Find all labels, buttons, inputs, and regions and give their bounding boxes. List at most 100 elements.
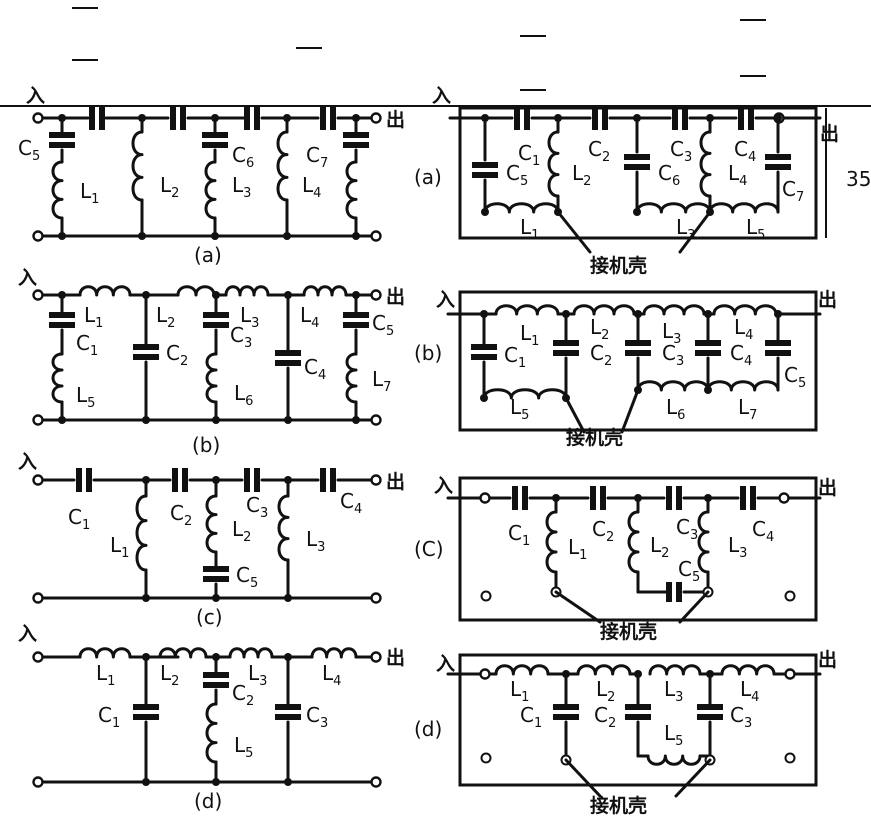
component-label: C3 [670,137,692,165]
component-label: L3 [240,303,259,331]
wire [674,758,712,798]
component-label: L1 [568,535,587,563]
chassis-ground-label-a: 接机壳 [590,254,647,277]
wire [556,210,592,254]
input-label-a: 入 [26,85,45,107]
component-label: L2 [232,517,251,545]
tag-c: (C) [414,537,444,561]
component-label: C5 [506,161,528,189]
wire [554,590,602,624]
component-label: L1 [84,303,103,331]
wire [564,758,602,798]
inductor-coil [205,702,218,764]
chassis-box [458,476,818,622]
inductor-coil [302,285,348,297]
caption-b: (b) [192,433,220,457]
terminal [370,289,382,301]
component-label: C2 [232,681,254,709]
component-label: L4 [300,303,319,331]
output-label-rd: 出 [818,648,837,671]
inductor-coil [228,647,274,659]
component-label: C2 [170,501,192,529]
wire [620,388,640,434]
component-label: C3 [306,703,328,731]
component-label: L7 [738,395,757,423]
terminal [370,592,382,604]
inductor-coil [482,388,568,400]
component-label: C1 [76,331,98,359]
terminal [32,651,44,663]
terminal [370,651,382,663]
component-label: L2 [156,303,175,331]
chassis-ground-label-b: 接机壳 [566,426,623,449]
input-label-ra: 入 [432,85,451,107]
caption-d: (d) [194,789,222,813]
component-label: L2 [596,677,615,705]
inductor-coil [576,664,632,676]
inductor-coil [545,510,558,574]
chassis-ground-label-c: 接机壳 [600,620,657,643]
dimension-value: 35 [846,167,871,191]
component-label: L1 [80,179,99,207]
inductor-coil [345,352,358,404]
inductor-coil [547,130,560,198]
component-label: L1 [510,677,529,705]
output-label-ra: 出 [820,122,839,145]
input-label-b: 入 [18,267,37,289]
component-label: L3 [662,319,681,347]
component-label: C1 [518,141,540,169]
terminal [370,776,382,788]
inductor-coil [205,352,218,404]
inductor-coil [51,160,64,220]
terminal [370,414,382,426]
inductor-coil [494,304,560,316]
inductor-coil [204,160,217,220]
component-label: L3 [728,533,747,561]
component-label: L3 [664,677,683,705]
inductor-coil [648,664,702,676]
component-label: C4 [340,489,362,517]
component-label: C1 [508,521,530,549]
component-label: L6 [234,381,253,409]
component-label: C5 [678,557,700,585]
component-label: C3 [676,515,698,543]
inductor-coil [51,352,64,404]
output-label-rb: 出 [818,288,837,311]
input-label-rd: 入 [436,653,455,675]
inductor-coil [697,510,710,574]
component-label: L5 [746,215,765,243]
inductor-coil [635,202,712,214]
component-label: L7 [372,367,391,395]
component-label: L2 [160,661,179,689]
component-label: L1 [110,533,129,561]
wire [678,210,712,254]
inductor-coil [483,202,560,214]
output-label-rc: 出 [818,476,837,499]
component-label: C7 [782,177,804,205]
inductor-coil [205,494,218,554]
wire [678,590,710,624]
caption-c: (c) [196,605,223,629]
tag-a: (a) [414,165,442,189]
component-label: C4 [752,517,774,545]
inductor-coil [78,285,132,297]
component-label: C4 [734,137,756,165]
component-label: C1 [98,703,120,731]
component-label: C1 [504,343,526,371]
component-label: C6 [232,143,254,171]
component-label: C6 [658,161,680,189]
inductor-coil [224,285,270,297]
component-label: L5 [664,721,683,749]
inductor-coil [78,647,132,659]
terminal [370,112,382,124]
component-label: C4 [304,355,326,383]
component-label: C2 [166,341,188,369]
component-label: L4 [728,161,747,189]
inductor-coil [706,380,780,392]
component-label: L4 [740,677,759,705]
input-label-d: 入 [18,623,37,645]
component-label: L4 [734,315,753,343]
inductor-coil [310,647,358,659]
